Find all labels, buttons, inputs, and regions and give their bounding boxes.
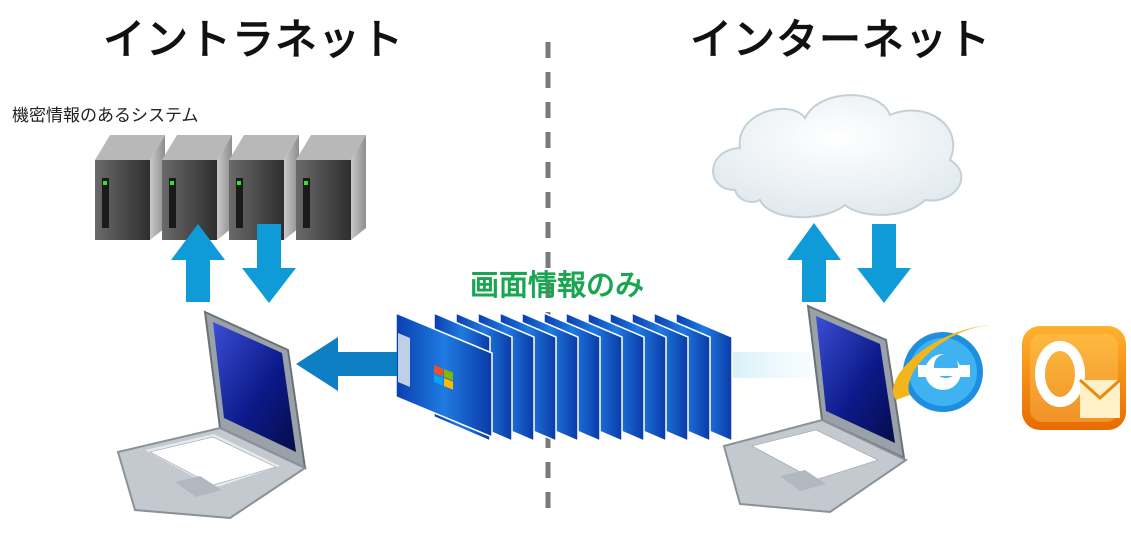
confidential-systems-label: 機密情報のあるシステム <box>12 106 199 126</box>
left-arrow-icon <box>296 337 397 391</box>
screen-info-only-label: 画面情報のみ <box>470 268 645 302</box>
server-icon <box>95 135 165 240</box>
download-arrow-icon <box>242 224 296 303</box>
laptop-icon <box>722 304 908 514</box>
upload-arrow-icon <box>787 223 841 302</box>
intranet-heading: イントラネット <box>103 15 405 64</box>
server-icon <box>162 135 232 240</box>
cloud-icon <box>712 94 963 219</box>
server-icon <box>229 135 299 240</box>
upload-arrow-icon <box>171 224 225 302</box>
windows-logo-icon <box>434 365 453 390</box>
screen-frames-stack <box>395 311 733 443</box>
internet-heading: インターネット <box>690 15 992 64</box>
download-arrow-icon <box>857 224 911 303</box>
server-icon <box>296 135 366 240</box>
laptop-icon <box>116 310 308 520</box>
outlook-icon <box>1022 326 1126 430</box>
internet-explorer-icon <box>892 325 990 412</box>
